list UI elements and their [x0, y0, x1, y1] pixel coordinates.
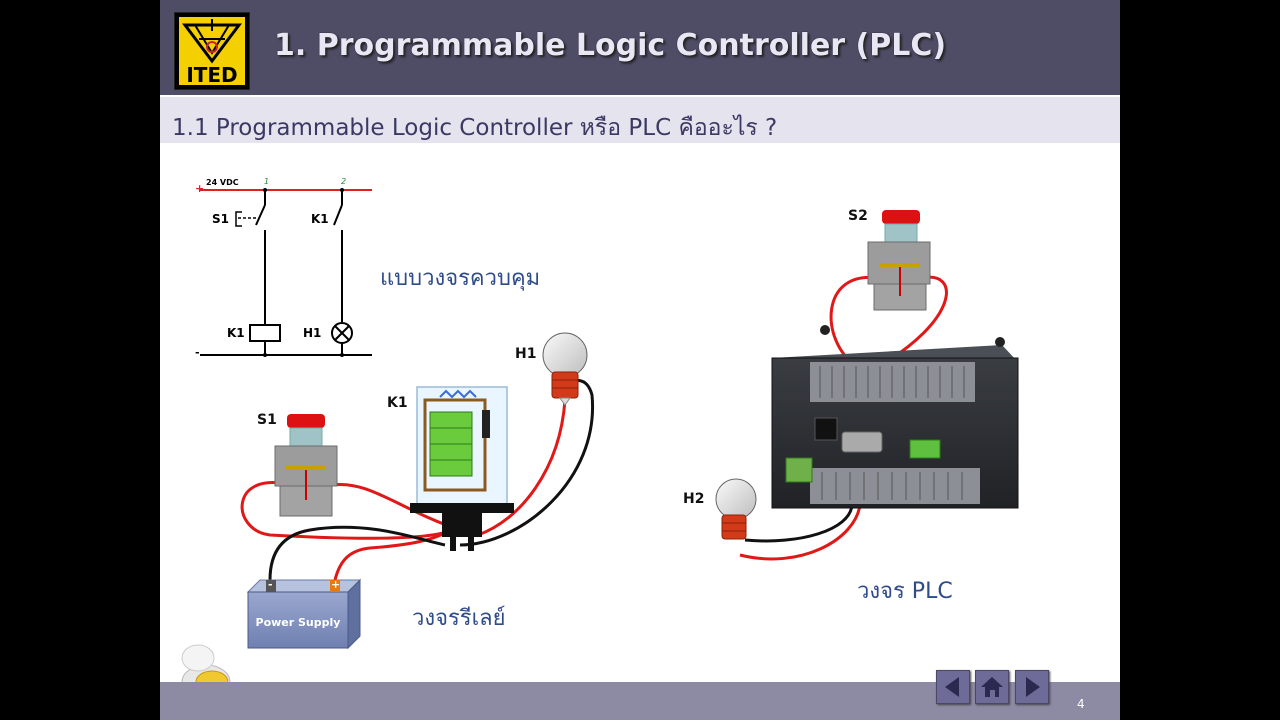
relay-k1 — [410, 386, 514, 551]
node-1-label: 1 — [264, 177, 270, 186]
subheader-bar — [160, 97, 1120, 143]
control-circuit-caption: แบบวงจรควบคุม — [380, 266, 541, 291]
plc-h2-label: H2 — [683, 491, 705, 507]
section-title: 1.1 Programmable Logic Controller หรือ P… — [172, 115, 778, 141]
triangle-right-icon — [1026, 677, 1040, 697]
relay-h1-label: H1 — [515, 346, 537, 362]
plc-unit — [771, 325, 1019, 509]
page-number: 4 — [1077, 697, 1085, 711]
next-slide-button[interactable] — [1015, 670, 1049, 704]
schematic-k1-contact-label: K1 — [311, 212, 329, 226]
logo-emblem-icon — [182, 19, 242, 64]
schematic-h1-label: H1 — [303, 326, 322, 340]
prev-slide-button[interactable] — [936, 670, 970, 704]
plc-circuit-caption: วงจร PLC — [857, 579, 953, 604]
power-supply-plus-label: + — [331, 578, 341, 591]
bulb-h2 — [715, 478, 757, 540]
page-title: 1. Programmable Logic Controller (PLC) — [274, 28, 947, 63]
plc-s2-label: S2 — [848, 208, 868, 224]
home-button[interactable] — [975, 670, 1009, 704]
ited-logo: ITED — [174, 12, 250, 90]
power-supply-label: Power Supply — [255, 616, 341, 629]
minus-terminal-label: - — [195, 346, 200, 359]
relay-k1-label: K1 — [387, 395, 408, 411]
logo-emblem — [179, 17, 245, 65]
schematic-s1-label: S1 — [212, 212, 229, 226]
bulb-h1 — [542, 332, 588, 406]
logo-text: ITED — [179, 65, 245, 85]
supply-voltage-label: 24 VDC — [206, 178, 239, 187]
plus-terminal-label: + — [195, 182, 205, 195]
control-schematic — [200, 188, 372, 357]
relay-circuit-caption: วงจรรีเลย์ — [412, 606, 506, 631]
schematic-k1-coil-label: K1 — [227, 326, 245, 340]
diagram-canvas — [181, 188, 1019, 700]
power-supply-minus-label: - — [268, 578, 273, 591]
relay-s1-label: S1 — [257, 412, 277, 428]
node-2-label: 2 — [341, 177, 347, 186]
slide: ITED 1. Programmable Logic Controller (P… — [160, 0, 1120, 720]
triangle-left-icon — [945, 677, 959, 697]
push-button-s2 — [867, 210, 931, 311]
power-supply — [246, 578, 362, 650]
relay-circuit-wires — [240, 378, 594, 581]
header-bar — [160, 0, 1120, 95]
push-button-s1 — [274, 414, 338, 517]
house-icon — [981, 677, 1003, 697]
